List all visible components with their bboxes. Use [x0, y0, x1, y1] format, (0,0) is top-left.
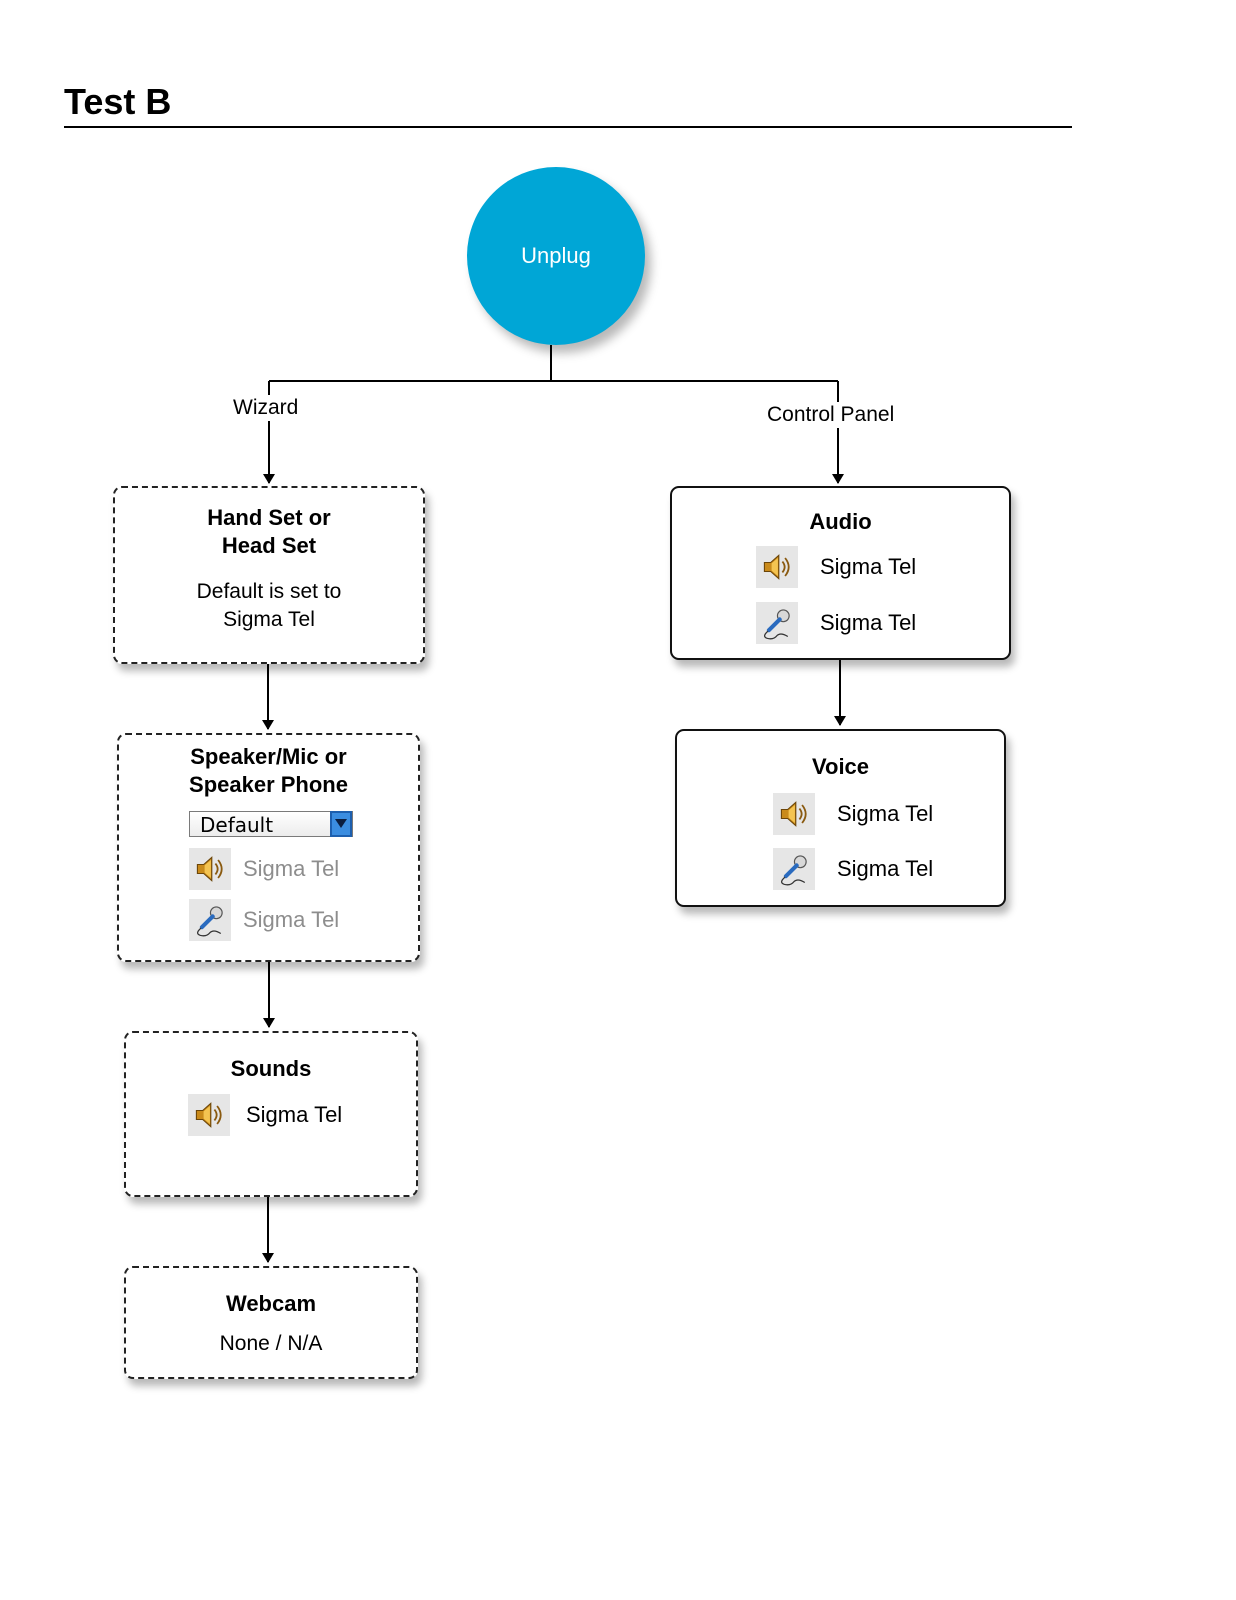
- speaker-device-row: Sigma Tel: [189, 848, 339, 890]
- voice-mic-label: Sigma Tel: [837, 856, 934, 881]
- speaker-title-line2: Speaker Phone: [189, 772, 348, 797]
- voice-mic-row: Sigma Tel: [773, 848, 933, 890]
- speaker-step-box[interactable]: Speaker/Mic or Speaker Phone Default Sig…: [117, 733, 420, 962]
- device-dropdown[interactable]: Default: [189, 811, 353, 837]
- handset-title-line1: Hand Set or: [207, 505, 331, 530]
- sounds-title: Sounds: [230, 1056, 312, 1081]
- microphone-icon: [756, 602, 798, 644]
- voice-panel-box[interactable]: Voice Sigma Tel Sigma Tel: [675, 729, 1006, 907]
- wizard-branch-label: Wizard: [231, 395, 301, 421]
- speaker-title-line1: Speaker/Mic or: [190, 744, 347, 769]
- sounds-device-row: Sigma Tel: [188, 1094, 342, 1136]
- speaker-icon: [756, 546, 798, 588]
- speaker-icon: [189, 848, 231, 890]
- control-panel-branch-label: Control Panel: [765, 402, 897, 428]
- microphone-icon: [773, 848, 815, 890]
- dropdown-value: Default: [200, 813, 274, 837]
- speaker-icon: [773, 793, 815, 835]
- sounds-step-box[interactable]: Sounds Sigma Tel: [124, 1031, 418, 1197]
- voice-speaker-row: Sigma Tel: [773, 793, 933, 835]
- dropdown-arrow-icon[interactable]: [330, 811, 352, 837]
- unplug-node[interactable]: Unplug: [467, 167, 645, 345]
- voice-speaker-label: Sigma Tel: [837, 801, 934, 826]
- webcam-title: Webcam: [225, 1291, 317, 1316]
- handset-text-line1: Default is set to: [196, 580, 342, 603]
- voice-title: Voice: [811, 754, 870, 779]
- sounds-device-label: Sigma Tel: [246, 1102, 343, 1127]
- audio-mic-row: Sigma Tel: [756, 602, 916, 644]
- audio-speaker-row: Sigma Tel: [756, 546, 916, 588]
- title-divider: [64, 126, 1072, 128]
- unplug-label: Unplug: [521, 243, 591, 268]
- page-title: Test B: [64, 81, 172, 122]
- mic-device-row: Sigma Tel: [189, 899, 339, 941]
- audio-mic-label: Sigma Tel: [820, 610, 917, 635]
- speaker-icon: [188, 1094, 230, 1136]
- mic-device-label: Sigma Tel: [243, 907, 340, 932]
- speaker-device-label: Sigma Tel: [243, 856, 340, 881]
- microphone-icon: [189, 899, 231, 941]
- webcam-step-box[interactable]: Webcam None / N/A: [124, 1266, 418, 1379]
- webcam-value: None / N/A: [219, 1332, 323, 1355]
- audio-title: Audio: [809, 509, 872, 534]
- handset-title-line2: Head Set: [221, 533, 317, 558]
- handset-text-line2: Sigma Tel: [223, 608, 315, 631]
- audio-speaker-label: Sigma Tel: [820, 554, 917, 579]
- handset-step-box[interactable]: Hand Set or Head Set Default is set to S…: [113, 486, 425, 664]
- audio-panel-box[interactable]: Audio Sigma Tel Sigma Tel: [670, 486, 1011, 660]
